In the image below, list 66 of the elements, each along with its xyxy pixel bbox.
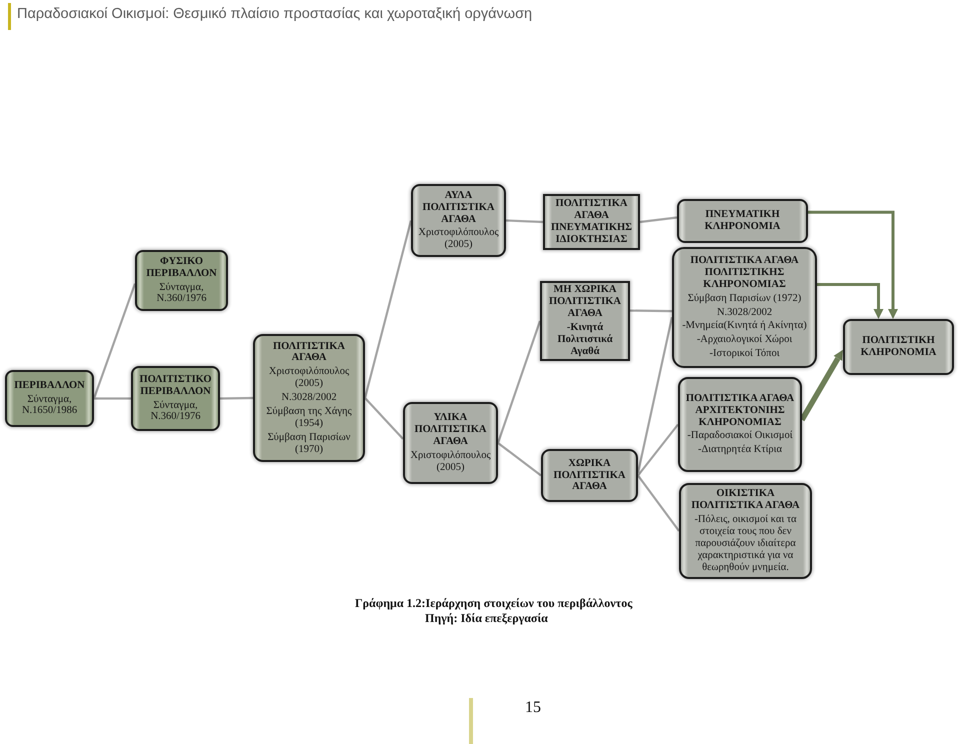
connector-line	[92, 283, 136, 399]
connector-line	[636, 316, 674, 474]
box-text: -Πόλεις, οικισμοί και τα στοιχεία τους που δεν παρουσιάζουν ιδιαίτερα χαρακτηριστικά για να θεωρηθούν μνημεία.	[693, 514, 798, 574]
box-text: -Ιστορικοί Τόποι	[709, 348, 780, 360]
box-text: Σύμβαση Παρισίων (1972)	[688, 292, 802, 304]
rounded-box	[541, 449, 638, 502]
connector-line	[506, 219, 544, 224]
box-heading: ΠΕΡΙΒΑΛΛΟΝ	[14, 380, 85, 392]
connector-line	[637, 474, 680, 532]
box-heading: ΑΥΛΑ ΠΟΛΙΤΙΣΤΙΚΑ ΑΓΑΘΑ	[422, 190, 496, 226]
rounded-box	[677, 199, 808, 243]
box-heading: ΠΟΛΙΤΙΣΤΙΚΗ ΚΛΗΡΟΝΟΜΙΑ	[860, 335, 938, 359]
box-heading: ΠΟΛΙΤΙΣΤΙΚΟ ΠΕΡΙΒΑΛΛΟΝ	[138, 374, 213, 398]
box-text: Σύμβαση Παρισίων (1970)	[266, 432, 352, 456]
rounded-box	[253, 334, 365, 462]
box-text: -Αρχαιολογικοί Χώροι	[696, 334, 792, 346]
rectangle-box	[543, 194, 640, 250]
box-heading: ΥΛΙΚΑ ΠΟΛΙΤΙΣΤΙΚΑ ΑΓΑΘΑ	[414, 412, 488, 448]
box-text: -Κινητά Πολιτιστικά Αγαθά	[556, 322, 614, 358]
box-heading: ΦΥΣΙΚΟ ΠΕΡΙΒΑΛΛΟΝ	[145, 256, 218, 280]
box-heading: ΠΝΕΥΜΑΤΙΚΗ ΚΛΗΡΟΝΟΜΙΑ	[704, 209, 782, 233]
connector-line	[497, 442, 542, 476]
rounded-box	[672, 247, 817, 368]
box-text: -Παραδοσιακοί Οικισμοί	[687, 430, 793, 442]
box-text: Ν.3028/2002	[281, 392, 337, 404]
arrow	[808, 210, 898, 319]
rounded-box	[843, 319, 954, 375]
rounded-box	[678, 377, 802, 472]
connector-line	[640, 216, 678, 224]
box-heading: ΜΗ ΧΩΡΙΚΑ ΠΟΛΙΤΙΣΤΙΚΑ ΑΓΑΘΑ	[548, 284, 622, 320]
connector-line	[637, 424, 679, 476]
source-note: Πηγή: Ιδία επεξεργασία	[425, 611, 548, 626]
page-header: Παραδοσιακοί Οικισμοί: Θεσμικό πλαίσιο προστασίας και χωροταξική οργάνωση	[17, 6, 532, 22]
rounded-box	[135, 250, 228, 311]
connector-line	[496, 320, 542, 444]
arrow	[817, 283, 884, 319]
rounded-box	[131, 366, 220, 431]
rounded-box	[679, 483, 812, 579]
box-text: -Μνημεία(Κινητά ή Ακίνητα)	[682, 320, 807, 332]
box-heading: ΠΟΛΙΤΙΣΤΙΚΑ ΑΓΑΘΑ	[272, 340, 346, 364]
box-heading: ΧΩΡΙΚΑ ΠΟΛΙΤΙΣΤΙΚΑ ΑΓΑΘΑ	[552, 458, 626, 494]
box-text: Σύνταγμα, Ν.360/1976	[156, 282, 208, 306]
box-text: Χριστοφιλόπουλος (2005)	[417, 227, 500, 252]
box-text: Σύνταγμα, Ν.360/1976	[150, 400, 202, 424]
box-heading: ΟΙΚΙΣΤΙΚΑ ΠΟΛΙΤΙΣΤΙΚΑ ΑΓΑΘΑ	[690, 488, 801, 512]
box-text: Σύνταγμα, Ν.1650/1986	[20, 394, 78, 418]
box-heading: ΠΟΛΙΤΙΣΤΙΚΑ ΑΓΑΘΑ ΠΟΛΙΤΙΣΤΙΚΗΣ ΚΛΗΡΟΝΟΜΙΑΣ	[689, 255, 800, 291]
rounded-box	[5, 370, 94, 427]
box-heading: ΠΟΛΙΤΙΣΤΙΚΑ ΑΓΑΘΑ ΠΝΕΥΜΑΤΙΚΗΣ ΙΔΙΟΚΤΗΣΙΑΣ	[550, 198, 634, 246]
connector-line	[630, 310, 672, 312]
figure-caption: Γράφημα 1.2:Ιεράρχηση στοιχείων του περιβάλλοντος	[355, 596, 632, 611]
connector-line	[220, 396, 254, 400]
box-text: Χριστοφιλόπουλος (2005)	[409, 450, 492, 474]
connector-line	[94, 397, 131, 400]
box-text: -Διατηρητέα Κτίρια	[698, 444, 782, 456]
page-number: 15	[525, 699, 541, 717]
box-text: Σύμβαση της Χάγης (1954)	[265, 406, 353, 430]
box-text: Χριστοφιλόπουλος (2005)	[268, 366, 350, 390]
rectangle-box	[540, 281, 630, 361]
connector-line	[364, 220, 412, 398]
connector-line	[364, 397, 404, 440]
arrow	[800, 350, 843, 422]
rounded-box	[403, 402, 498, 484]
rounded-box	[411, 184, 506, 257]
box-text: Ν.3028/2002	[716, 306, 772, 318]
box-heading: ΠΟΛΙΤΙΣΤΙΚΑ ΑΓΑΘΑ ΑΡΧΙΤΕΚΤΟΝΙΗΣ ΚΛΗΡΟΝΟΜΙΑΣ	[684, 392, 796, 428]
